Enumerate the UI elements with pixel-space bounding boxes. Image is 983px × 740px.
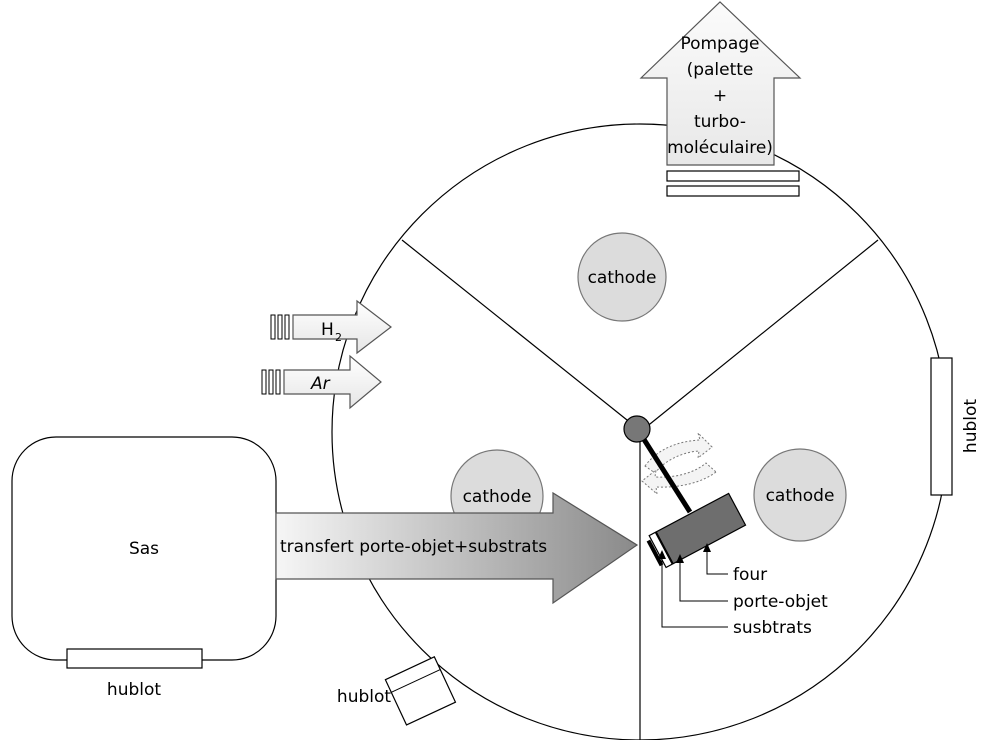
pivot-axis <box>623 415 651 443</box>
divider-right <box>644 239 879 429</box>
sas-label: Sas <box>129 539 159 559</box>
bottom-hublot-label: hublot <box>337 687 391 707</box>
four-label: four <box>733 565 767 585</box>
substrats-label: susbtrats <box>733 618 812 638</box>
pump-label-line2: (palette <box>687 60 754 80</box>
gas-inlet-ar: Ar <box>261 354 382 410</box>
leader-four <box>703 543 728 575</box>
gas-h2-label: H <box>321 320 334 340</box>
gas-h2-subscript: 2 <box>335 331 342 344</box>
cathode-top: cathode <box>577 232 667 322</box>
holder-arm <box>635 428 693 514</box>
pump-label-line4: turbo- <box>694 112 746 132</box>
transfer-arrow: transfert porte-objet+substrats <box>275 491 639 605</box>
sas-chamber: Sas <box>11 436 277 661</box>
cathode-top-label: cathode <box>588 268 657 288</box>
pump-arrow: Pompage (palette + turbo- moléculaire) <box>639 1 802 166</box>
cathode-right-label: cathode <box>766 486 835 506</box>
leader-porte-objet <box>676 554 728 602</box>
pump-valve-bar-2 <box>666 185 800 197</box>
substrate-layer <box>646 539 664 567</box>
porte-objet-label: porte-objet <box>733 592 828 612</box>
cathode-right: cathode <box>753 448 847 542</box>
sas-hublot-window <box>66 648 203 669</box>
divider-left <box>401 239 638 429</box>
gas-inlet-h2: H 2 <box>270 299 392 355</box>
transfer-label: transfert porte-objet+substrats <box>280 537 547 557</box>
pump-label-line5: moléculaire) <box>667 138 773 158</box>
holder-plate <box>648 531 674 569</box>
furnace-block <box>655 492 747 565</box>
pump-label-line3: + <box>713 86 727 106</box>
right-hublot-label: hublot <box>961 399 981 453</box>
pump-label-line1: Pompage <box>680 34 759 54</box>
pump-valve-bar-1 <box>666 170 800 182</box>
cathode-left-label: cathode <box>463 487 532 507</box>
furnace-assembly <box>646 492 747 569</box>
sas-hublot-label: hublot <box>107 680 161 700</box>
right-hublot-window <box>930 357 953 496</box>
bottom-hublot-window <box>384 656 457 726</box>
gas-ar-label: Ar <box>310 374 331 394</box>
leader-substrats <box>658 550 728 628</box>
